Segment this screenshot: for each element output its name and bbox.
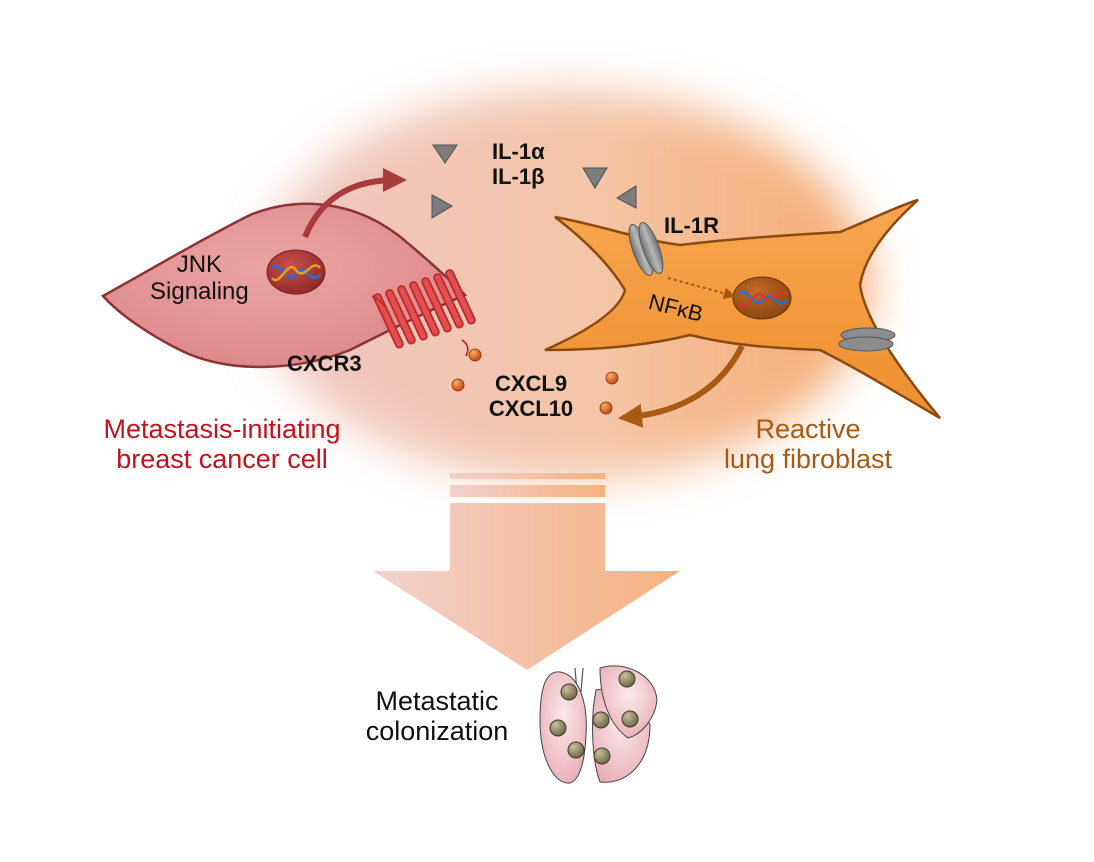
ligand-triangle [431,194,454,219]
nfkb-signal-arrow [667,277,736,300]
dna-icon [271,264,322,282]
ligand-triangle [432,144,458,164]
chemokine-dot [605,371,619,385]
metastasis-nodule [560,683,578,701]
colonization-arrow [373,473,680,670]
metastasis-nodule [621,710,639,728]
cancer-cell-label: Metastasis-initiating breast cancer cell [103,414,341,475]
il1-label: IL-1α IL-1β [492,139,545,189]
jnk-signaling-label: JNK Signaling [150,251,249,305]
metastasis-nodule [592,711,610,729]
chemokine-dot [468,348,482,362]
chemokine-dot [451,378,465,392]
membrane-receptor [838,327,896,352]
cxcr3-receptor [371,269,476,357]
metastatic-colonization-label: Metastatic colonization [365,686,509,747]
cxcl-label: CXCL9 CXCL10 [488,371,574,421]
metastasis-nodule [593,747,611,765]
il1r-label: IL-1R [664,213,719,238]
metastasis-nodule [618,670,636,688]
metastasis-nodule [567,741,585,759]
fibroblast-label: Reactive lung fibroblast [723,414,893,475]
metastasis-nodule [549,719,567,737]
secretion-arrow [302,168,407,239]
chemokine-dot [599,401,613,415]
ligand-triangle [616,185,637,209]
ligand-triangle [582,167,608,189]
il1-ligands [431,144,637,219]
cxcr3-label: CXCR3 [287,351,362,376]
il1r-receptor [628,221,664,277]
cxcl-chemokines [451,348,619,415]
fibroblast-nucleus [732,276,792,320]
dna-icon [738,290,789,308]
lung-icon [539,665,658,784]
chemokine-secretion-arrow [618,344,745,428]
